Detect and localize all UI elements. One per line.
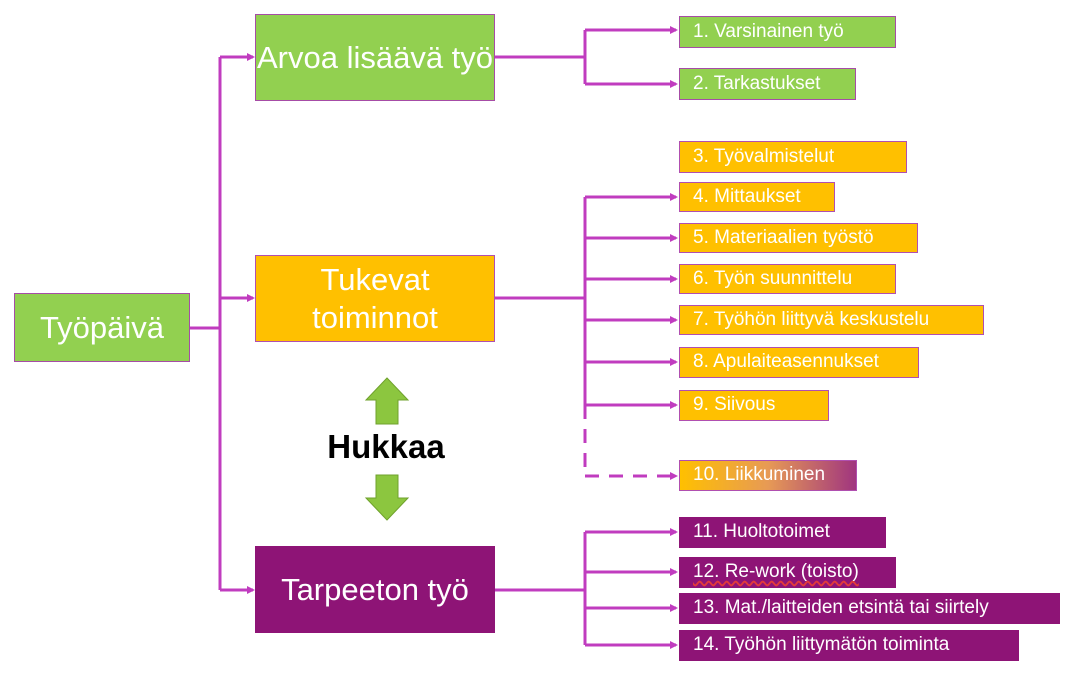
item-5: 5. Materiaalien työstö: [679, 223, 918, 253]
down-arrow-icon: [364, 474, 410, 521]
item-14: 14. Työhön liittymätön toiminta: [679, 630, 1019, 661]
item-8: 8. Apulaiteasennukset: [679, 347, 919, 378]
item-2: 2. Tarkastukset: [679, 68, 856, 100]
item-4: 4. Mittaukset: [679, 182, 835, 212]
item-3: 3. Työvalmistelut: [679, 141, 907, 173]
item-12-label: 12. Re-work (toisto): [693, 561, 859, 583]
item-1: 1. Varsinainen työ: [679, 16, 896, 48]
item-11: 11. Huoltotoimet: [679, 517, 886, 548]
item-12: 12. Re-work (toisto): [679, 557, 896, 588]
up-arrow-icon: [364, 377, 410, 425]
category-value-adding: Arvoa lisäävä työ: [255, 14, 495, 101]
category-unnecessary: Tarpeeton työ: [255, 546, 495, 633]
item-6: 6. Työn suunnittelu: [679, 264, 896, 294]
item-13: 13. Mat./laitteiden etsintä tai siirtely: [679, 593, 1060, 624]
item-9: 9. Siivous: [679, 390, 829, 421]
root-node-tyopaiva: Työpäivä: [14, 293, 190, 362]
item-7: 7. Työhön liittyvä keskustelu: [679, 305, 984, 335]
item-10: 10. Liikkuminen: [679, 460, 857, 491]
category-supporting: Tukevat toiminnot: [255, 255, 495, 342]
waste-label: Hukkaa: [327, 428, 445, 465]
